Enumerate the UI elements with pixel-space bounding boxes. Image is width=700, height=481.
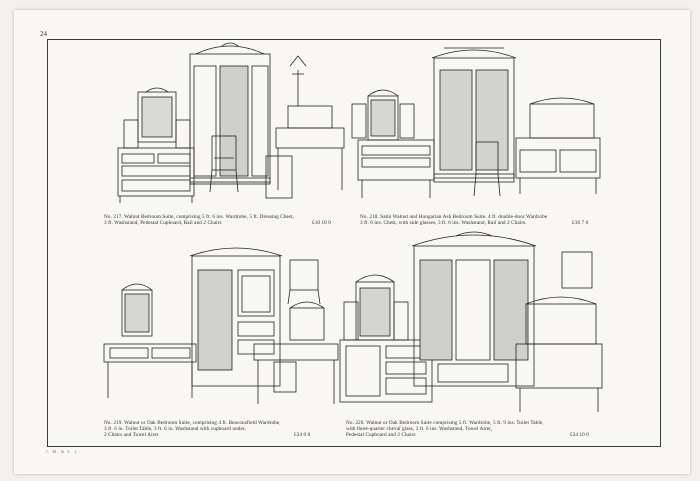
plate-218-illustration (351, 47, 601, 198)
washstand-illustration (515, 97, 601, 194)
caption-line: No. 220. Walnut or Oak Bedroom Suite com… (346, 420, 544, 426)
caption-line: 3 ft. 6 in. Toilet Table, 3 ft. 6 in. Wa… (104, 426, 246, 432)
caption-line: 3 ft. Washstand, Pedestal Cupboard, Rail… (104, 220, 222, 226)
plate-217-illustration (117, 42, 345, 203)
caption-plate-217: No. 217. Walnut Bedroom Suite, comprisin… (104, 214, 331, 226)
catalogue-page (14, 10, 690, 474)
page-number: 24 (40, 30, 47, 38)
chair-illustration (473, 141, 501, 197)
page-border (47, 39, 661, 447)
wardrobe-illustration (189, 42, 271, 185)
wardrobe-illustration (431, 47, 517, 183)
chair-illustration (209, 135, 239, 193)
dressing-chest-illustration (351, 89, 435, 198)
printer-mark: J. M. & S. L. (46, 449, 80, 454)
price-plate-218: £18 7 6 (572, 220, 589, 226)
caption-line: Pedestal Cupboard and 2 Chairs (346, 432, 416, 438)
price-plate-217: £10 10 0 (312, 220, 331, 226)
dressing-chest-illustration (117, 87, 195, 203)
wardrobe-illustration (411, 231, 537, 387)
caption-plate-220: No. 220. Walnut or Oak Bedroom Suite com… (346, 420, 589, 438)
plate-219-illustration (103, 247, 339, 404)
caption-plate-219: No. 219. Walnut or Oak Bedroom Suite, co… (104, 420, 310, 438)
caption-line: 2 Chairs and Towel Airer (104, 432, 159, 438)
caption-line: No. 218. Satin Walnut and Hungarian Ash … (360, 214, 548, 220)
chair-illustration (287, 259, 321, 305)
washstand-illustration (253, 301, 339, 404)
caption-line: 3 ft. 6 ins. Chest, with side glasses, 3… (360, 220, 527, 226)
price-plate-220: £34 10 0 (570, 432, 589, 438)
price-plate-219: £24 0 0 (294, 432, 311, 438)
caption-line: with three-quarter cheval glass, 3 ft. 6… (346, 426, 493, 432)
caption-line: No. 217. Walnut Bedroom Suite, comprisin… (104, 214, 294, 220)
toilet-table-illustration (103, 283, 197, 398)
caption-line: No. 219. Walnut or Oak Bedroom Suite, co… (104, 420, 281, 426)
wardrobe-illustration (189, 247, 283, 387)
washstand-illustration (515, 251, 603, 412)
toilet-table-illustration (339, 274, 433, 403)
plate-220-illustration (339, 231, 603, 412)
caption-plate-218: No. 218. Satin Walnut and Hungarian Ash … (360, 214, 588, 226)
washstand-illustration (265, 55, 345, 199)
